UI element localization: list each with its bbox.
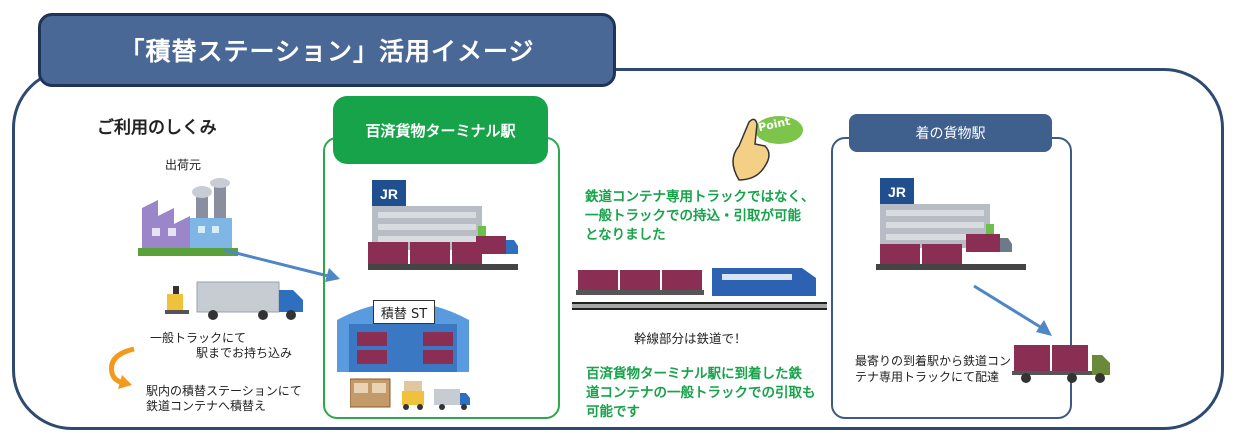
page-title: 「積替ステーション」活用イメージ — [38, 13, 616, 87]
section-heading: ご利用のしくみ — [97, 118, 217, 138]
rail-label: 幹線部分は鉄道で！ — [634, 331, 747, 346]
flow-arrow-to-delivery — [973, 284, 1052, 336]
flow-arrow-to-terminal — [223, 248, 340, 282]
transfer-station-sign: 積替 ST — [373, 300, 435, 324]
curved-orange-arrow-icon — [108, 346, 135, 389]
point-hand-icon — [732, 116, 803, 181]
general-truck-icon — [165, 281, 303, 320]
transfer-note-line1: 駅内の積替ステーションにて — [146, 384, 302, 398]
terminal-station-icon: JR — [368, 180, 518, 270]
shipper-label: 出荷元 — [165, 158, 202, 172]
transfer-warehouse-icon — [337, 302, 469, 372]
jr-logo-destination: JR — [888, 184, 906, 200]
transfer-note-line2: 鉄道コンテナへ積替え — [146, 399, 267, 413]
jr-logo-terminal: JR — [380, 186, 398, 202]
freight-train-icon — [572, 268, 827, 310]
arrival-text-line1: 百済貨物ターミナル駅に到着した鉄 — [586, 366, 802, 382]
factory-icon — [138, 178, 238, 256]
destination-station-icon: JR — [876, 178, 1026, 270]
truck-note-line1: 一般トラックにて — [150, 331, 247, 345]
delivery-text-line2: テナ専用トラックにて配達 — [855, 370, 1000, 384]
outer-frame — [12, 68, 1224, 430]
truck-note-line2: 駅までお持ち込み — [196, 346, 293, 360]
arrival-text-line2: 道コンテナの一般トラックでの引取も — [586, 385, 816, 401]
forklift-and-cargo-icon — [350, 378, 470, 410]
terminal-title: 百済貨物ターミナル駅 — [333, 96, 548, 164]
container-truck-icon — [1012, 345, 1110, 383]
point-text-line3: となりました — [585, 227, 666, 243]
point-text-line1: 鉄道コンテナ専用トラックではなく、 — [585, 189, 815, 205]
delivery-text-line1: 最寄りの到着駅から鉄道コン — [855, 354, 1012, 368]
destination-title: 着の貨物駅 — [849, 114, 1052, 152]
point-text-line2: 一般トラックでの持込・引取が可能 — [585, 208, 801, 224]
arrival-text-line3: 可能です — [586, 404, 640, 420]
